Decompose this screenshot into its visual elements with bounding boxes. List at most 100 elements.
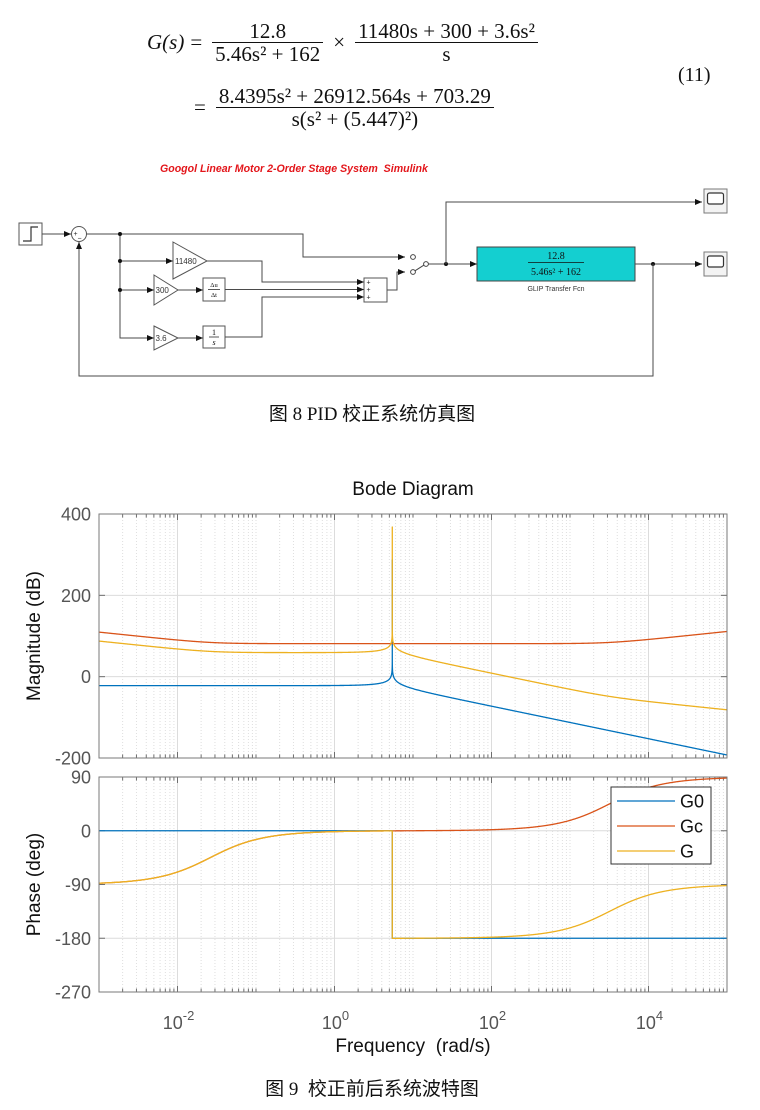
times-sign: × [333, 30, 346, 55]
g0-magnitude-curve [99, 559, 727, 756]
magnitude-axis-box [98, 513, 728, 759]
gain-value: 11480 [175, 257, 197, 266]
signal-line [225, 294, 364, 338]
fraction-denominator: 5.46s² + 162 [215, 42, 321, 67]
x-tick-label-base: 10 [163, 1013, 183, 1033]
magnitude-y-axis-label: Magnitude (dB) [24, 571, 45, 701]
equals-sign: = [194, 95, 206, 120]
equation-lhs: G(s) [147, 30, 185, 55]
x-tick-label: 100 [322, 1008, 349, 1033]
switch-input-lower [410, 269, 416, 275]
sum-sign-plus: + [74, 231, 78, 238]
phase-axis-box [98, 776, 728, 993]
transfer-fcn-label: GLIP Transfer Fcn [527, 286, 584, 293]
signal-line-to-scope [445, 199, 702, 264]
scope-icon [706, 192, 725, 205]
equation-number: (11) [678, 64, 711, 86]
legend-entry: G [617, 842, 694, 862]
branch-point [118, 232, 122, 236]
y-tick-label: 0 [81, 821, 91, 841]
x-tick-label-exponent: -2 [183, 1008, 195, 1023]
figure-8-caption: 图 8 PID 校正系统仿真图 [268, 404, 476, 425]
diagram-title: Googol Linear Motor 2-Order Stage System… [160, 163, 429, 175]
branch-point [118, 259, 122, 263]
open-loop-fraction: 8.4395s² + 26912.564s + 703.29 s(s² + (5… [215, 84, 494, 132]
signal-line [387, 269, 405, 291]
y-tick-label: 400 [61, 505, 91, 525]
adder-sign: + [367, 287, 371, 294]
step-block[interactable] [18, 222, 43, 246]
branch-line-integral [119, 234, 154, 341]
legend-entry: G0 [617, 792, 704, 812]
integrator-numerator: 1 [212, 328, 216, 337]
fraction-denominator: s(s² + (5.447)²) [291, 107, 419, 132]
switch-lever [414, 264, 425, 272]
gain-triangle [153, 325, 180, 351]
magnitude-plot-area [99, 514, 727, 758]
gain-block-3.6[interactable]: 3.6 [153, 325, 180, 351]
adder-sign: + [367, 280, 371, 287]
g-magnitude-curve [99, 526, 727, 711]
y-tick-label: 200 [61, 586, 91, 606]
error-bypass-line [86, 233, 405, 260]
gain-block-11480[interactable]: 11480 [172, 241, 209, 280]
fraction-bar [355, 42, 538, 44]
switch-output [423, 261, 429, 267]
gc-magnitude-curve [99, 630, 727, 645]
fraction-numerator: 8.4395s² + 26912.564s + 703.29 [218, 84, 491, 108]
integrator-block[interactable]: 1 s [202, 325, 226, 349]
x-tick-label-exponent: 4 [656, 1008, 663, 1023]
derivative-denominator: Δt [211, 292, 217, 299]
feedback-line [76, 242, 654, 377]
fraction-denominator: s [442, 42, 451, 67]
gain-value: 3.6 [156, 334, 168, 343]
x-tick-label-exponent: 0 [342, 1008, 349, 1023]
gain-triangle [153, 274, 179, 306]
legend-label: Gc [680, 817, 703, 837]
fraction-bar [215, 107, 494, 109]
gain-value: 300 [156, 286, 170, 295]
y-tick-label: -200 [55, 749, 91, 769]
transfer-fcn-frame [476, 246, 636, 282]
x-tick-label: 104 [636, 1008, 663, 1033]
switch-input-upper [410, 254, 416, 260]
error-sum-block[interactable]: + − [71, 226, 87, 243]
simulink-diagram: Googol Linear Motor 2-Order Stage System… [18, 163, 728, 377]
transfer-fcn-denominator: 5.46s² + 162 [531, 267, 581, 278]
adder-block[interactable]: + + + [363, 277, 388, 303]
x-tick-label-base: 10 [636, 1013, 656, 1033]
manual-switch[interactable] [410, 261, 429, 275]
scope-control-signal[interactable] [703, 188, 728, 214]
branch-point [118, 288, 122, 292]
step-icon [23, 226, 38, 242]
y-tick-label: -90 [65, 875, 91, 895]
integrator-denominator: s [212, 338, 215, 347]
controller-fraction: 11480s + 300 + 3.6s² s [355, 20, 538, 65]
signal-line [207, 260, 364, 285]
legend-label: G0 [680, 792, 704, 812]
scope-output[interactable] [703, 251, 728, 277]
equation-line-1: G(s) = 12.8 5.46s² + 162 × 11480s + 300 … [147, 20, 542, 65]
gain-triangle [172, 241, 209, 280]
plant-transfer-fcn-block[interactable]: 12.8 5.46s² + 162 [476, 246, 636, 282]
magnitude-curves [99, 526, 727, 756]
x-tick-label: 102 [479, 1008, 506, 1033]
fraction-numerator: 12.8 [249, 19, 287, 43]
y-tick-label: 0 [81, 667, 91, 687]
g-phase-curve [99, 830, 727, 940]
gain-block-300[interactable]: 300 [153, 274, 179, 306]
x-tick-label: 10-2 [163, 1008, 195, 1033]
scope-icon [706, 255, 725, 268]
x-tick-label-base: 10 [479, 1013, 499, 1033]
phase-y-axis-label: Phase (deg) [24, 833, 45, 937]
x-tick-label-exponent: 2 [499, 1008, 506, 1023]
fraction-numerator: 11480s + 300 + 3.6s² [358, 19, 535, 43]
adder-sign: + [367, 295, 371, 302]
sum-sign-minus: − [78, 236, 82, 243]
transfer-fcn-numerator: 12.8 [547, 251, 565, 262]
fraction-bar [212, 42, 324, 44]
derivative-block[interactable]: Δu Δt [202, 277, 226, 302]
legend-entry: Gc [617, 817, 703, 837]
